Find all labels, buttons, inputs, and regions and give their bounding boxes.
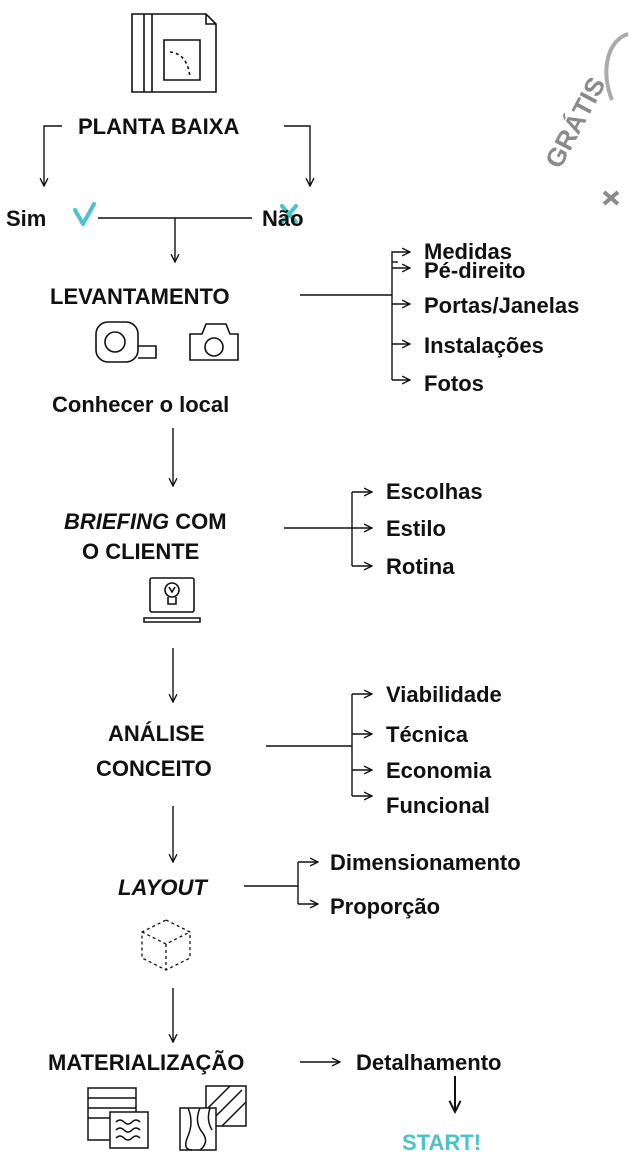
gratis-badge: GRÁTIS xyxy=(539,32,629,206)
planta-branches xyxy=(44,125,310,186)
wood-tile-icon xyxy=(179,1085,247,1151)
analise-line2: CONCEITO xyxy=(96,756,212,781)
levantamento-item: Portas/Janelas xyxy=(424,293,580,318)
levantamento-caption: Conhecer o local xyxy=(52,392,230,417)
detalhamento-label: Detalhamento xyxy=(356,1050,502,1075)
sim-label: Sim xyxy=(6,206,47,231)
tape-measure-icon xyxy=(95,321,157,363)
briefing-branches xyxy=(284,492,372,566)
layout-item: Proporção xyxy=(330,894,441,919)
analise-branches xyxy=(266,694,372,796)
levantamento-branches xyxy=(300,252,410,380)
nao-label: Não xyxy=(262,206,304,231)
briefing-title: BRIEFING COM xyxy=(64,511,227,533)
analise-item: Economia xyxy=(386,758,492,783)
start-label: START! xyxy=(402,1130,482,1155)
material-swatch-icon xyxy=(87,1087,149,1149)
materializacao-title: MATERIALIZAÇÃO xyxy=(48,1050,245,1075)
briefing-item: Rotina xyxy=(386,554,455,579)
levantamento-item: Instalações xyxy=(424,333,544,358)
floor-plan-icon xyxy=(131,13,217,93)
sim-nao-connector xyxy=(98,217,252,262)
briefing-title-rest: COM xyxy=(169,509,227,534)
camera-icon xyxy=(189,323,239,361)
layout-branches xyxy=(244,862,318,904)
briefing-title-italic: BRIEFING xyxy=(64,509,170,534)
analise-item: Funcional xyxy=(386,793,490,818)
cross-icon xyxy=(280,204,298,224)
analise-item: Técnica xyxy=(386,722,468,747)
badge-text: GRÁTIS xyxy=(539,72,612,173)
levantamento-item: Medidas xyxy=(424,239,513,264)
levantamento-title: LEVANTAMENTO xyxy=(50,284,230,309)
layout-title: LAYOUT xyxy=(118,875,207,900)
analise-line1: ANÁLISE xyxy=(108,721,205,746)
layout-item: Dimensionamento xyxy=(330,850,521,875)
check-icon xyxy=(73,202,96,226)
briefing-title-line2: O CLIENTE xyxy=(82,539,200,564)
planta-title: PLANTA BAIXA xyxy=(78,114,240,139)
levantamento-item: Fotos xyxy=(424,371,484,396)
briefing-item: Escolhas xyxy=(386,479,483,504)
analise-item: Viabilidade xyxy=(386,682,502,707)
briefing-item: Estilo xyxy=(386,516,446,541)
levantamento-item: Pé-direito xyxy=(424,258,526,283)
laptop-lightbulb-icon xyxy=(143,577,201,623)
cube-icon xyxy=(141,919,191,971)
